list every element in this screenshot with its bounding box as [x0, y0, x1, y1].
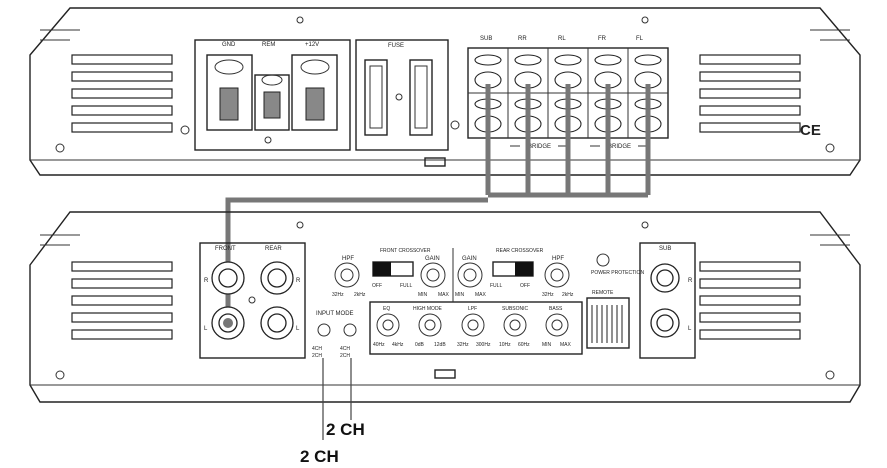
svg-text:HIGH MODE: HIGH MODE [413, 306, 443, 312]
bottom-right-heatsink-fins [699, 234, 850, 340]
bottom-amp-housing [29, 211, 861, 403]
rca-rear-label: REAR [265, 246, 282, 252]
power-12v-label: +12V [305, 42, 319, 48]
rca-rear-l-label: L [296, 326, 300, 332]
input-mode-jack-2 [343, 323, 357, 337]
input-mode-jack-1 [317, 323, 331, 337]
svg-text:MAX: MAX [438, 292, 450, 298]
svg-text:32Hz: 32Hz [332, 292, 344, 298]
fuse-label: FUSE [388, 43, 404, 49]
svg-text:0dB: 0dB [415, 342, 425, 348]
input-mode-2-2ch: 2CH [340, 353, 350, 359]
knob-subsonic: SUBSONIC 10Hz 60Hz [499, 306, 530, 348]
svg-text:SUBSONIC: SUBSONIC [502, 306, 529, 312]
svg-text:2kHz: 2kHz [562, 292, 574, 298]
ce-mark: CE [800, 122, 821, 139]
svg-text:MIN: MIN [542, 342, 552, 348]
sub-rca-r-label: R [688, 278, 693, 284]
bridge-label-rear: BRIDGE [528, 144, 551, 150]
sub-rca-label: SUB [659, 246, 671, 252]
bridge-label-front: BRIDGE [608, 144, 631, 150]
svg-text:MAX: MAX [475, 292, 487, 298]
rear-hpf-knob [544, 262, 570, 288]
power-gnd-label: GND [222, 42, 236, 48]
power-protection-label: POWER PROTECTION [591, 270, 644, 276]
callout-2ch-lower: 2 CH [300, 447, 339, 466]
front-hpf-label: HPF [342, 256, 354, 262]
bottom-amp-led-slot [434, 369, 456, 379]
rca-input-panel: FRONT REAR R L R L [199, 242, 306, 359]
bottom-amp-screws [55, 221, 835, 380]
sub-rca-panel: SUB R L [639, 242, 696, 359]
svg-text:60Hz: 60Hz [518, 342, 530, 348]
svg-text:LPF: LPF [468, 306, 477, 312]
svg-text:MIN: MIN [418, 292, 428, 298]
control-panel: HPF 32Hz 2kHz FRONT CROSSOVER OFF FULL G… [332, 248, 583, 355]
remote-label: REMOTE [592, 290, 614, 296]
knob-bass: BASS MIN MAX [542, 306, 572, 348]
rear-crossover-label: REAR CROSSOVER [496, 248, 544, 254]
svg-text:OFF: OFF [520, 283, 530, 289]
top-amp-led-slot [424, 157, 446, 167]
rca-front-l-label: L [204, 326, 208, 332]
rca-front-r-label: R [204, 278, 209, 284]
front-crossover-label: FRONT CROSSOVER [380, 248, 431, 254]
svg-text:BASS: BASS [549, 306, 563, 312]
svg-text:2kHz: 2kHz [354, 292, 366, 298]
input-mode-2-4ch: 4CH [340, 346, 350, 352]
knob-eq: EQ 40Hz 4kHz [373, 306, 404, 348]
svg-text:FULL: FULL [400, 283, 412, 289]
front-hpf-knob [334, 262, 360, 288]
svg-text:OFF: OFF [372, 283, 382, 289]
rear-hpf-label: HPF [552, 256, 564, 262]
svg-text:40Hz: 40Hz [373, 342, 385, 348]
rear-gain-knob [457, 262, 483, 288]
speaker-label-rl: RL [558, 36, 566, 42]
sub-rca-l-label: L [688, 326, 692, 332]
front-left-plug [223, 318, 233, 328]
svg-text:4kHz: 4kHz [392, 342, 404, 348]
fuse-block: FUSE [355, 39, 449, 151]
speaker-label-fl: FL [636, 36, 644, 42]
top-right-heatsink-fins [699, 29, 850, 133]
svg-text:EQ: EQ [383, 306, 390, 312]
bottom-left-heatsink-fins [40, 234, 173, 340]
callout-2ch-upper: 2 CH [326, 420, 365, 439]
rca-rear-r-label: R [296, 278, 301, 284]
power-remote-section: POWER PROTECTION REMOTE [586, 253, 644, 349]
power-protection-led [596, 253, 610, 267]
rca-front-label: FRONT [215, 246, 236, 252]
remote-port [586, 297, 630, 349]
top-amp-screws [55, 16, 835, 153]
input-mode-1-4ch: 4CH [312, 346, 322, 352]
speaker-terminal-block: SUB RR RL FR FL [467, 36, 669, 150]
knob-lpf: LPF 32Hz 300Hz [457, 306, 491, 348]
power-terminal-block: GND REM +12V [194, 39, 351, 151]
top-amplifier: GND REM +12V FUSE SUB [29, 7, 861, 176]
svg-text:32Hz: 32Hz [457, 342, 469, 348]
rear-gain-label: GAIN [462, 256, 477, 262]
callout-lines [322, 358, 352, 440]
svg-text:FULL: FULL [490, 283, 502, 289]
svg-text:10Hz: 10Hz [499, 342, 511, 348]
svg-text:MAX: MAX [560, 342, 572, 348]
front-gain-knob [420, 262, 446, 288]
input-mode-section: INPUT MODE 4CH 2CH 4CH 2CH [312, 311, 357, 359]
speaker-label-fr: FR [598, 36, 607, 42]
front-gain-label: GAIN [425, 256, 440, 262]
speaker-label-rr: RR [518, 36, 527, 42]
speaker-label-sub: SUB [480, 36, 492, 42]
svg-text:32Hz: 32Hz [542, 292, 554, 298]
svg-text:12dB: 12dB [434, 342, 446, 348]
top-left-heatsink-fins [40, 29, 173, 133]
svg-text:300Hz: 300Hz [476, 342, 491, 348]
bottom-amplifier: FRONT REAR R L R L INPUT MODE 4CH 2CH 4C… [29, 211, 861, 403]
svg-text:MIN: MIN [455, 292, 465, 298]
power-rem-label: REM [262, 42, 275, 48]
input-mode-1-2ch: 2CH [312, 353, 322, 359]
input-mode-label: INPUT MODE [316, 311, 354, 317]
knob-high-mode: HIGH MODE 0dB 12dB [413, 306, 446, 348]
